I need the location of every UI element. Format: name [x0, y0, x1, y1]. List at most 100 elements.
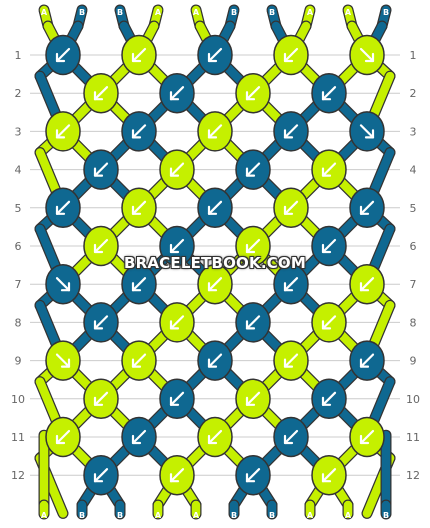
row-number-label-left: 7: [15, 278, 22, 291]
top-string-label: A: [307, 8, 314, 17]
knot-blue: [159, 378, 195, 420]
knot-lime: [235, 378, 271, 420]
arrow-down-right-icon: [55, 353, 71, 368]
arrow-down-left-icon: [55, 47, 71, 63]
arrow-down-left-icon: [169, 468, 185, 483]
knot-lime: [273, 187, 309, 229]
row-number-label-left: 1: [15, 49, 22, 62]
arrow-down-left-icon: [359, 429, 375, 445]
row-number-label-left: 8: [15, 316, 22, 329]
arrow-down-left-icon: [93, 468, 109, 483]
arrow-down-left-icon: [207, 277, 223, 292]
arrow-down-left-icon: [359, 353, 375, 368]
bottom-string-label: A: [193, 511, 200, 520]
arrow-down-left-icon: [93, 86, 109, 101]
knot-blue: [235, 454, 271, 496]
knot-blue: [45, 263, 81, 305]
knot-lime: [121, 187, 157, 229]
bottom-string-label: A: [345, 511, 352, 520]
arrow-down-left-icon: [245, 315, 261, 330]
bottom-string-label: A: [41, 511, 48, 520]
row-number-label-right: 12: [406, 469, 420, 482]
arrow-down-left-icon: [169, 162, 185, 177]
arrow-down-left-icon: [207, 47, 223, 63]
arrow-down-left-icon: [245, 86, 261, 101]
knot-lime: [235, 225, 271, 267]
row-number-label-right: 3: [410, 125, 417, 138]
knot-blue: [273, 416, 309, 458]
top-string-label: A: [41, 8, 48, 17]
knot-lime: [159, 149, 195, 190]
knot-blue: [235, 149, 271, 190]
knot-blue: [349, 187, 385, 229]
top-string-label: B: [269, 8, 275, 17]
knot-lime: [311, 454, 347, 496]
knot-blue: [83, 302, 119, 343]
row-number-label-right: 6: [410, 240, 417, 253]
arrow-down-left-icon: [131, 277, 147, 292]
bottom-string-label: B: [269, 511, 275, 520]
arrow-down-left-icon: [55, 200, 71, 215]
knot-lime: [45, 111, 81, 152]
arrow-down-left-icon: [283, 353, 299, 368]
row-number-label-right: 4: [410, 164, 417, 177]
knot-blue: [45, 34, 81, 76]
knot-lime: [159, 454, 195, 496]
arrow-down-left-icon: [93, 238, 109, 254]
knot-lime: [83, 225, 119, 267]
arrow-down-left-icon: [169, 86, 185, 101]
arrow-down-left-icon: [245, 468, 261, 483]
row-number-label-right: 11: [406, 431, 420, 444]
knot-blue: [121, 111, 157, 152]
knot-blue: [121, 416, 157, 458]
arrow-down-left-icon: [245, 238, 261, 254]
top-string-label: B: [231, 8, 237, 17]
arrow-down-left-icon: [283, 47, 299, 63]
arrow-down-left-icon: [131, 200, 147, 215]
knot-blue: [159, 72, 195, 114]
knot-lime: [349, 416, 385, 458]
row-number-label-right: 5: [410, 202, 417, 215]
arrow-down-right-icon: [359, 47, 375, 63]
knot-lime: [45, 416, 81, 458]
row-number-label-left: 4: [15, 164, 22, 177]
arrow-down-left-icon: [207, 200, 223, 215]
top-string-label: A: [155, 8, 162, 17]
row-number-label-left: 9: [15, 355, 22, 368]
row-number-label-left: 12: [11, 469, 25, 482]
arrow-down-left-icon: [321, 468, 337, 483]
knot-lime: [235, 72, 271, 114]
arrow-down-left-icon: [207, 124, 223, 139]
knot-lime: [121, 340, 157, 381]
arrow-down-left-icon: [321, 162, 337, 177]
arrow-down-left-icon: [131, 124, 147, 139]
row-number-label-left: 11: [11, 431, 25, 444]
knot-lime: [197, 263, 233, 305]
knot-blue: [235, 302, 271, 343]
knot-blue: [197, 340, 233, 381]
arrow-down-left-icon: [245, 162, 261, 177]
arrow-down-left-icon: [283, 124, 299, 139]
knot-blue: [349, 111, 385, 152]
arrow-down-left-icon: [55, 429, 71, 445]
top-string-label: B: [383, 8, 389, 17]
knot-blue: [311, 378, 347, 420]
bottom-string-label: B: [383, 511, 389, 520]
bottom-string-label: A: [155, 511, 162, 520]
row-number-label-right: 9: [410, 355, 417, 368]
row-number-label-left: 5: [15, 202, 22, 215]
row-number-label-left: 6: [15, 240, 22, 253]
arrow-down-left-icon: [169, 315, 185, 330]
knot-lime: [159, 302, 195, 343]
arrow-down-right-icon: [55, 277, 71, 292]
knot-lime: [197, 416, 233, 458]
arrow-down-left-icon: [359, 200, 375, 215]
arrow-down-left-icon: [245, 391, 261, 406]
arrow-down-left-icon: [131, 429, 147, 445]
knot-blue: [273, 111, 309, 152]
arrow-down-left-icon: [93, 162, 109, 177]
arrow-down-left-icon: [169, 391, 185, 406]
knot-blue: [159, 225, 195, 267]
